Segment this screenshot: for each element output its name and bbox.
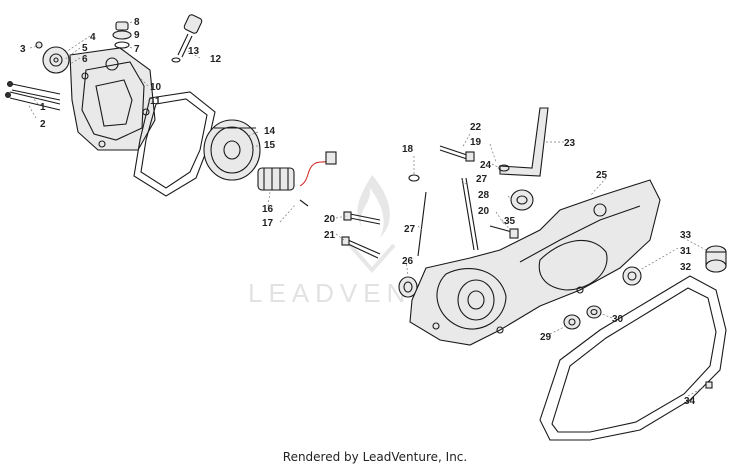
part-stator-16 (257, 167, 295, 191)
callout-27-b: 27 (404, 224, 416, 235)
callout-11: 11 (150, 96, 161, 107)
callout-30: 30 (612, 314, 624, 325)
part-seal-30 (586, 305, 602, 319)
part-bolts-20-21 (341, 211, 381, 259)
callout-31: 31 (680, 246, 692, 257)
part-studs-27 (417, 177, 479, 257)
part-crankcase-25 (409, 179, 661, 346)
callout-5: 5 (82, 43, 88, 54)
callout-17: 17 (262, 218, 274, 229)
callout-9: 9 (134, 30, 140, 41)
callout-20-a: 20 (324, 214, 336, 225)
part-bolt-34 (705, 381, 713, 389)
part-oring-18 (408, 174, 420, 182)
part-dipstick-12-13 (171, 14, 203, 63)
callout-18: 18 (402, 144, 414, 155)
part-bolt-3 (35, 41, 43, 49)
callout-25: 25 (596, 170, 608, 181)
callout-34: 34 (684, 396, 696, 407)
part-ring-gear-4 (42, 46, 70, 74)
footer-credit: Rendered by LeadVenture, Inc. (282, 450, 468, 464)
callout-2: 2 (40, 119, 46, 130)
callout-8: 8 (134, 17, 140, 28)
callout-6: 6 (82, 54, 88, 65)
callout-labels: 1 2 3 4 5 6 7 8 9 10 11 12 13 14 15 16 1… (20, 17, 696, 407)
part-bolt-35 (489, 225, 519, 239)
callout-12: 12 (210, 54, 222, 65)
part-bolts-1-2 (5, 81, 61, 111)
callout-19: 19 (470, 137, 482, 148)
callout-28: 28 (478, 190, 490, 201)
callout-3: 3 (20, 44, 26, 55)
callout-23: 23 (564, 138, 576, 149)
part-gasket-11 (133, 91, 216, 197)
callout-16: 16 (262, 204, 274, 215)
part-seal-26 (398, 276, 418, 298)
callout-35: 35 (504, 216, 516, 227)
part-seal-29 (563, 314, 581, 330)
callout-22: 22 (470, 122, 482, 133)
part-bearing-28 (510, 189, 534, 211)
callout-7: 7 (134, 44, 140, 55)
leader-lines (27, 21, 707, 397)
part-hose-23 (499, 107, 549, 177)
part-bolt-22 (439, 145, 475, 162)
callout-10: 10 (150, 82, 162, 93)
part-gasket-32 (539, 275, 727, 441)
part-seal-31 (622, 266, 642, 286)
callout-13: 13 (188, 46, 200, 57)
callout-15: 15 (264, 140, 276, 151)
part-bearing-33 (705, 245, 727, 273)
callout-4: 4 (90, 32, 96, 43)
callout-20-b: 20 (478, 206, 490, 217)
callout-29: 29 (540, 332, 552, 343)
part-stator-rotor-14 (203, 119, 261, 181)
callout-32: 32 (680, 262, 692, 273)
part-oring-24 (498, 164, 510, 172)
callout-27-a: 27 (476, 174, 488, 185)
callout-33: 33 (680, 230, 692, 241)
part-plug-8-9 (112, 21, 132, 49)
callout-1: 1 (40, 102, 46, 113)
callout-26: 26 (402, 256, 414, 267)
part-wire-harness-17 (299, 151, 337, 207)
callout-14: 14 (264, 126, 276, 137)
watermark-flame-icon (348, 175, 396, 274)
callout-21: 21 (324, 230, 336, 241)
callout-24: 24 (480, 160, 492, 171)
